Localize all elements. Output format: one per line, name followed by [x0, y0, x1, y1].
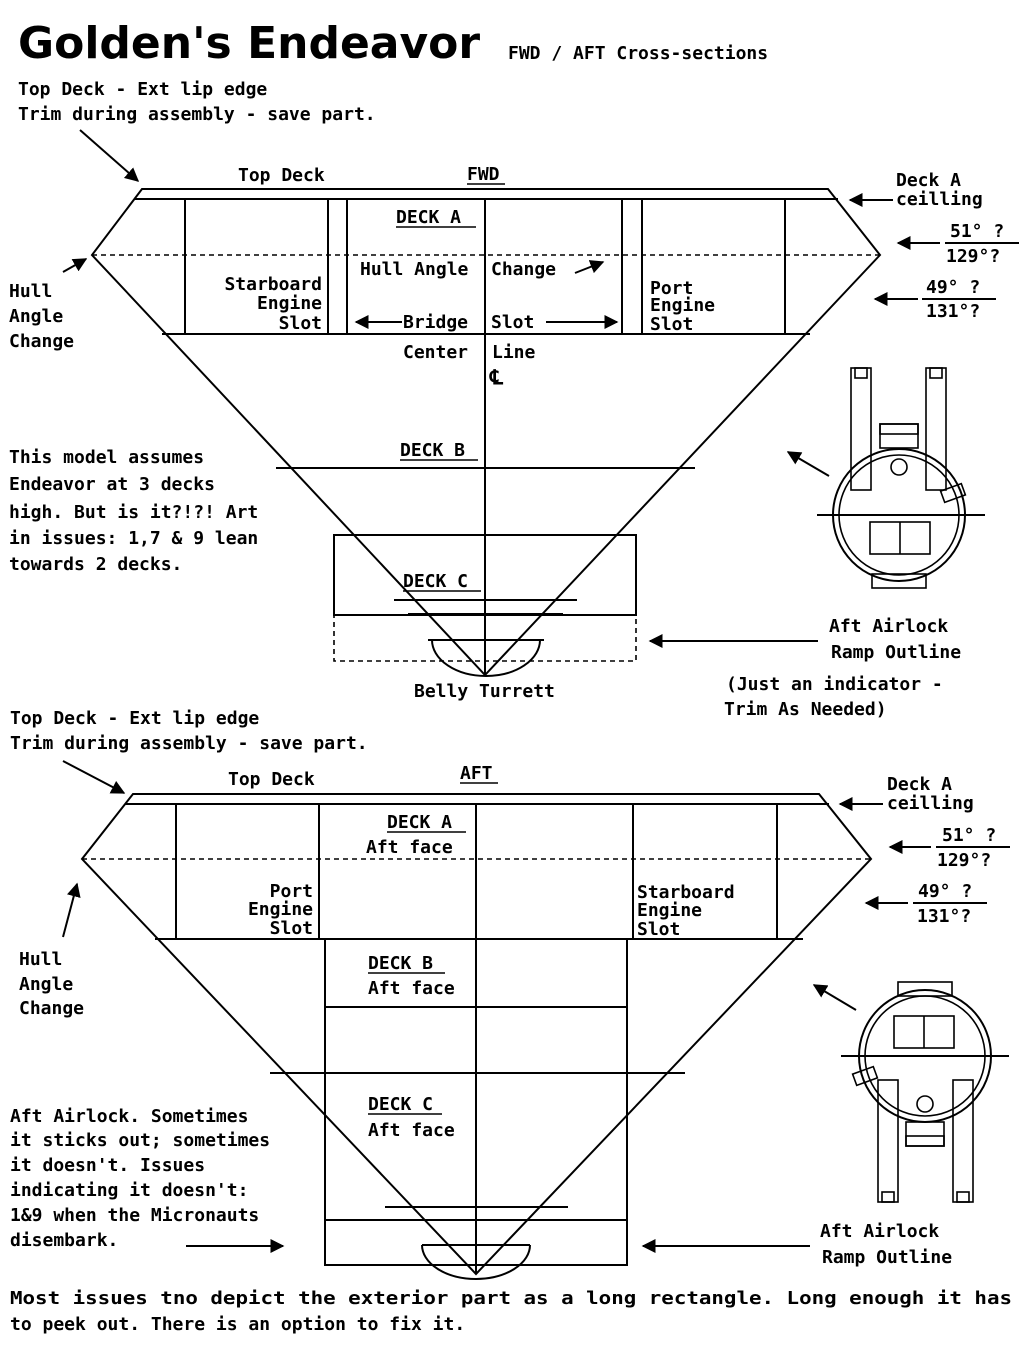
fwd-angle2-bottom: 131°?	[926, 301, 980, 322]
aft-deck-a-ceiling-2: ceilling	[887, 793, 974, 814]
fwd-angle2-top: 49° ?	[926, 277, 980, 298]
aft-section: Top Deck - Ext lip edge Trim during asse…	[10, 708, 1010, 1280]
fwd-deck-b-label: DECK B	[400, 440, 465, 461]
fwd-cl-symbol: ℄	[489, 365, 504, 389]
fwd-deck-c-label: DECK C	[403, 571, 468, 592]
aft-deck-a-ceiling-1: Deck A	[887, 774, 952, 795]
fwd-port-slot-3: Slot	[650, 314, 693, 335]
fwd-center-label: Center	[403, 342, 468, 363]
aft-airlock-label-1: Aft Airlock	[820, 1221, 939, 1242]
aft-port-slot-3: Slot	[270, 918, 313, 939]
fwd-belly-turret	[431, 639, 541, 677]
aft-airlock-note-5: 1&9 when the Micronauts	[10, 1205, 259, 1226]
aft-hull-angle-arrow	[62, 882, 81, 938]
fwd-bridge-label: Bridge	[403, 312, 468, 333]
fwd-angle1-top: 51° ?	[950, 221, 1004, 242]
aft-hull-outline	[80, 793, 873, 1276]
fwd-ramp-outline	[333, 614, 637, 662]
aft-belly-turret	[421, 1244, 531, 1280]
aft-starboard-slot-1: Starboard	[637, 882, 735, 903]
fwd-top-deck-label: Top Deck	[238, 165, 325, 186]
fwd-section: Top Deck - Ext lip edge Trim during asse…	[9, 79, 1019, 720]
aft-deck-b-face: Aft face	[368, 978, 455, 999]
aft-starboard-slot-3: Slot	[637, 919, 680, 940]
fwd-hull-angle-arrow	[62, 258, 88, 273]
fwd-inline-hull-angle: Hull Angle	[360, 259, 469, 280]
aft-airlock-note-1: Aft Airlock. Sometimes	[10, 1106, 248, 1127]
aft-note-arrow	[62, 760, 126, 794]
aft-note-line-1: Top Deck - Ext lip edge	[10, 708, 259, 729]
aft-angle1-bottom: 129°?	[937, 850, 991, 871]
aft-top-deck-label: Top Deck	[228, 769, 315, 790]
fwd-belly-turret-label: Belly Turrett	[414, 681, 555, 702]
fwd-note-line-1: Top Deck - Ext lip edge	[18, 79, 267, 100]
fwd-indicator-note-1: (Just an indicator -	[726, 674, 943, 695]
aft-port-slot-2: Engine	[248, 899, 313, 920]
fwd-angle1-bottom: 129°?	[946, 246, 1000, 267]
fwd-model-note-4: in issues: 1,7 & 9 lean	[9, 528, 258, 549]
fwd-starboard-slot-3: Slot	[279, 313, 322, 334]
footer-line-2: to peek out. There is an option to fix i…	[10, 1314, 465, 1335]
aft-airlock-note-4: indicating it doesn't:	[10, 1180, 248, 1201]
aft-deck-a-label: DECK A	[387, 812, 452, 833]
fwd-port-slot-1: Port	[650, 278, 693, 299]
fwd-starboard-slot-1: Starboard	[224, 274, 322, 295]
page-title: Golden's Endeavor	[18, 18, 480, 69]
fwd-note-line-2: Trim during assembly - save part.	[18, 104, 376, 125]
aft-hull-angle-3: Change	[19, 998, 84, 1019]
aft-angle2-top: 49° ?	[918, 881, 972, 902]
aft-airlock-sketch	[841, 981, 1009, 1203]
fwd-starboard-slot-2: Engine	[257, 293, 322, 314]
fwd-indicator-note-2: Trim As Needed)	[724, 699, 887, 720]
aft-deck-b-label: DECK B	[368, 953, 433, 974]
aft-deck-a-face: Aft face	[366, 837, 453, 858]
aft-deck-c-face: Aft face	[368, 1120, 455, 1141]
aft-note-line-2: Trim during assembly - save part.	[10, 733, 368, 754]
aft-airlock-note-6: disembark.	[10, 1230, 118, 1251]
fwd-line-label: Line	[492, 342, 536, 363]
aft-port-slot-1: Port	[270, 881, 313, 902]
fwd-model-note-3: high. But is it?!?! Art	[9, 502, 258, 523]
aft-view-label: AFT	[460, 763, 493, 784]
fwd-hull-angle-2: Angle	[9, 306, 63, 327]
aft-angle2-bottom: 131°?	[917, 906, 971, 927]
aft-deck-b-c-box	[324, 938, 628, 1266]
fwd-model-note-2: Endeavor at 3 decks	[9, 474, 215, 495]
aft-airlock-note-3: it doesn't. Issues	[10, 1155, 205, 1176]
fwd-hull-angle-3: Change	[9, 331, 74, 352]
fwd-model-note-1: This model assumes	[9, 447, 204, 468]
aft-hull-angle-1: Hull	[19, 949, 62, 970]
aft-hull-angle-2: Angle	[19, 974, 73, 995]
fwd-deck-a-ceiling-1: Deck A	[896, 170, 961, 191]
aft-airlock-note-2: it sticks out; sometimes	[10, 1130, 270, 1151]
fwd-sketch-arrow	[786, 451, 830, 477]
fwd-model-note-5: towards 2 decks.	[9, 554, 182, 575]
fwd-deck-a-label: DECK A	[396, 207, 461, 228]
fwd-slot-label: Slot	[491, 312, 534, 333]
aft-sketch-arrow	[812, 984, 857, 1011]
fwd-deck-a-ceiling-2: ceilling	[896, 189, 983, 210]
fwd-port-slot-2: Engine	[650, 295, 715, 316]
fwd-hull-outline	[90, 188, 882, 677]
fwd-note-arrow	[79, 129, 140, 182]
aft-deck-c-label: DECK C	[368, 1094, 433, 1115]
fwd-airlock-label-1: Aft Airlock	[829, 616, 948, 637]
aft-angle1-top: 51° ?	[942, 825, 996, 846]
fwd-view-label: FWD	[467, 164, 500, 185]
aft-starboard-slot-2: Engine	[637, 900, 702, 921]
fwd-hull-angle-1: Hull	[9, 281, 52, 302]
fwd-airlock-label-2: Ramp Outline	[831, 642, 961, 663]
aft-airlock-label-2: Ramp Outline	[822, 1247, 952, 1268]
page-subtitle: FWD / AFT Cross-sections	[508, 43, 768, 64]
fwd-inline-change: Change	[491, 259, 556, 280]
footer-line-1: Most issues tno depict the exterior part…	[10, 1288, 1012, 1309]
fwd-airlock-sketch	[817, 367, 985, 589]
